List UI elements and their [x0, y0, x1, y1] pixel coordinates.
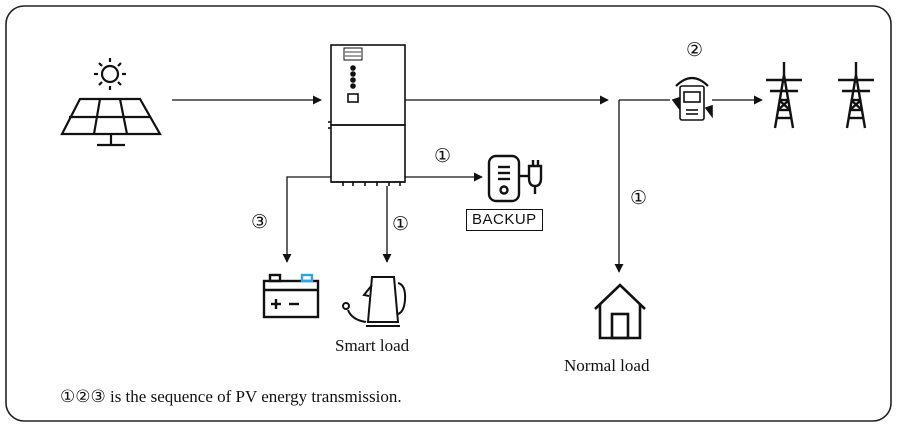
house-icon	[595, 285, 645, 338]
normal-load-label: Normal load	[564, 356, 649, 376]
sequence-number-normal-load: ①	[630, 189, 647, 208]
backup-label: BACKUP	[466, 209, 543, 231]
sequence-number-backup: ①	[434, 147, 451, 166]
sequence-number-smart-load: ①	[392, 215, 409, 234]
sequence-number-battery: ③	[251, 213, 268, 232]
backup-socket-icon	[489, 156, 541, 201]
solar-panel-icon	[62, 58, 160, 145]
kettle-icon	[343, 277, 405, 326]
transmission-tower-icon	[766, 62, 802, 128]
sequence-note: ①②③ is the sequence of PV energy transmi…	[60, 387, 402, 407]
sequence-number-meter: ②	[686, 41, 703, 60]
battery-icon	[264, 275, 318, 317]
transmission-tower-icon	[838, 62, 874, 128]
smart-load-label: Smart load	[335, 336, 409, 356]
inverter-to-battery-arrow	[287, 177, 331, 262]
ct-meter-icon	[673, 78, 712, 120]
inverter-icon	[328, 45, 405, 186]
diagram-frame	[6, 6, 891, 421]
